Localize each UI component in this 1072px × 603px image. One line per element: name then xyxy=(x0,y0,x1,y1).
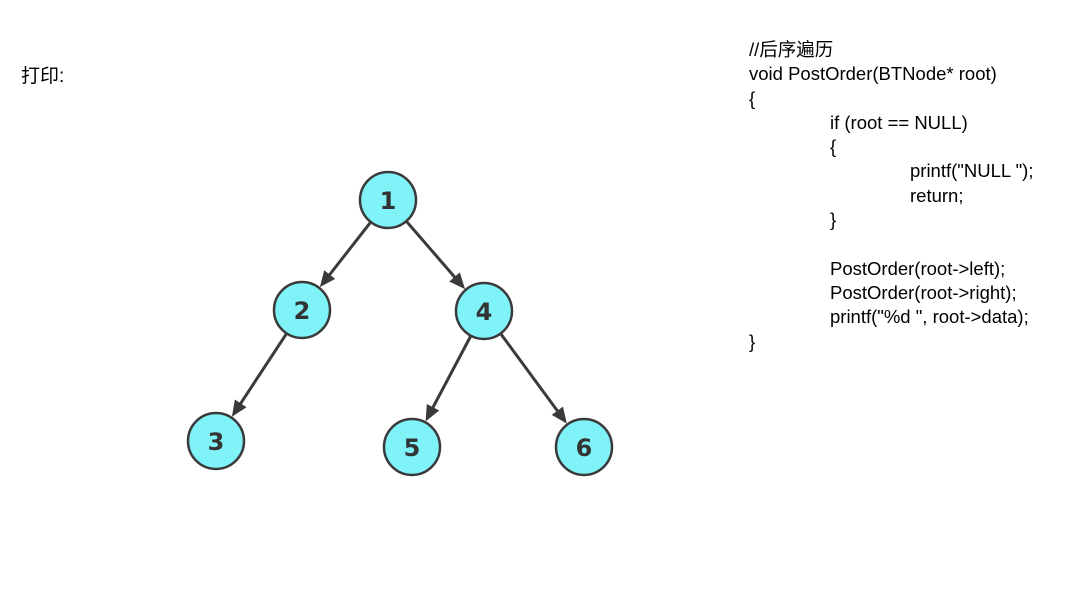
tree-node-2: 2 xyxy=(272,280,332,340)
tree-edge-n4-n5 xyxy=(430,335,473,410)
tree-node-label: 5 xyxy=(404,434,421,462)
code-line-recurse-right: PostOrder(root->right); xyxy=(830,281,1017,303)
tree-node-circle xyxy=(554,417,614,477)
code-line-comment: //后序遍历 xyxy=(749,39,834,60)
tree-node-label: 4 xyxy=(476,298,493,326)
arrow-head-icon xyxy=(425,403,440,422)
code-line-if-null: if (root == NULL) xyxy=(830,111,968,133)
code-line-if-close-brace: } xyxy=(830,209,837,231)
code-line-open-brace: { xyxy=(749,87,756,109)
arrow-head-icon xyxy=(319,270,336,288)
code-line-close-brace: } xyxy=(749,330,756,352)
code-line-blank xyxy=(749,232,1033,256)
tree-edge-n1-n2 xyxy=(327,221,372,278)
tree-node-circle xyxy=(382,417,442,477)
tree-edge-n4-n6 xyxy=(499,332,560,414)
tree-node-circle xyxy=(358,170,418,230)
code-line-if-open-brace: { xyxy=(830,136,837,158)
arrow-head-icon xyxy=(551,406,567,424)
tree-node-3: 3 xyxy=(186,411,246,471)
tree-node-circle xyxy=(186,411,246,471)
code-line-printf-null: printf("NULL "); xyxy=(910,160,1034,182)
tree-node-label: 3 xyxy=(208,428,225,456)
tree-nodes: 1 2 4 3 5 6 xyxy=(186,170,614,477)
tree-edge-n2-n3 xyxy=(238,332,288,406)
post-order-code-block: //后序遍历 void PostOrder(BTNode* root) { if… xyxy=(749,38,1033,354)
tree-node-circle xyxy=(454,281,514,341)
tree-node-4: 4 xyxy=(454,281,514,341)
arrow-head-icon xyxy=(449,272,466,290)
tree-node-label: 6 xyxy=(576,434,593,462)
tree-node-6: 6 xyxy=(554,417,614,477)
print-output-label: 打印: xyxy=(21,66,65,87)
tree-node-circle xyxy=(272,280,332,340)
code-line-recurse-left: PostOrder(root->left); xyxy=(830,257,1006,279)
tree-node-label: 2 xyxy=(294,297,311,325)
code-line-function-signature: void PostOrder(BTNode* root) xyxy=(749,63,997,85)
arrow-head-icon xyxy=(231,399,247,417)
tree-node-1: 1 xyxy=(358,170,418,230)
code-line-return: return; xyxy=(910,184,964,206)
code-line-printf-data: printf("%d ", root->data); xyxy=(830,306,1029,328)
tree-node-5: 5 xyxy=(382,417,442,477)
tree-edge-n1-n4 xyxy=(405,220,458,280)
tree-edges xyxy=(231,220,567,424)
tree-node-label: 1 xyxy=(380,187,397,215)
